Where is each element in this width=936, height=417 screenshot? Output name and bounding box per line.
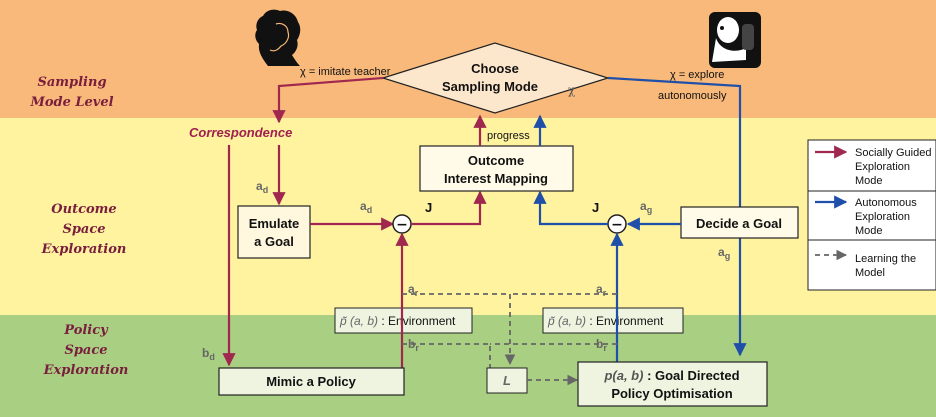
ar-left-label: ar bbox=[408, 282, 419, 298]
chi-explore-label: χ = explore bbox=[670, 69, 724, 81]
br-left-label: br bbox=[408, 337, 419, 353]
legend: Socially Guided Exploration Mode Autonom… bbox=[807, 139, 936, 291]
learned-model-box bbox=[486, 367, 528, 394]
svg-text:Space: Space bbox=[64, 343, 107, 358]
svg-text:Mimic a Policy: Mimic a Policy bbox=[266, 374, 356, 389]
mimic-policy-box bbox=[218, 367, 405, 396]
ag-label-2: ag bbox=[718, 245, 730, 261]
svg-text:Autonomous: Autonomous bbox=[855, 197, 917, 209]
svg-text:Space: Space bbox=[62, 222, 105, 237]
autonomously-label: autonomously bbox=[658, 90, 727, 102]
chi-symbol: χ bbox=[568, 83, 576, 97]
ar-right-label: ar bbox=[596, 282, 607, 298]
ad-label-1: ad bbox=[256, 179, 268, 195]
ad-label-2: ad bbox=[360, 199, 372, 215]
decide-goal-box bbox=[680, 206, 799, 239]
svg-text:Interest Mapping: Interest Mapping bbox=[444, 171, 548, 186]
dashed-ar-left bbox=[402, 293, 516, 366]
legend-item-model: Learning the Model bbox=[815, 249, 916, 279]
svg-text:Exploration: Exploration bbox=[41, 242, 127, 257]
svg-text:Decide a Goal: Decide a Goal bbox=[696, 216, 782, 231]
svg-text:Mode: Mode bbox=[855, 225, 883, 237]
svg-text:a Goal: a Goal bbox=[254, 234, 294, 249]
environment-left-box bbox=[334, 307, 473, 334]
svg-text:Mode: Mode bbox=[855, 175, 883, 187]
svg-text:Emulate: Emulate bbox=[249, 216, 300, 231]
chi-imitate-label: χ = imitate teacher bbox=[300, 66, 391, 78]
svg-text:Policy: Policy bbox=[63, 323, 109, 338]
outcome-interest-mapping-box bbox=[419, 145, 574, 192]
explore-arrow bbox=[607, 76, 747, 357]
robot-icon bbox=[709, 12, 761, 68]
svg-text:Sampling: Sampling bbox=[37, 75, 106, 90]
correspondence-label: Correspondence bbox=[189, 125, 292, 140]
j-left-label: J bbox=[425, 200, 432, 215]
outcome-level-label: Outcome Space Exploration bbox=[41, 202, 127, 257]
imitate-arrow bbox=[272, 76, 384, 124]
ag-label-1: ag bbox=[640, 199, 652, 215]
bd-label: bd bbox=[202, 346, 215, 362]
j-left-arrow bbox=[411, 190, 487, 226]
sampling-level-label: Sampling Mode Level bbox=[29, 75, 113, 110]
legend-item-social: Socially Guided Exploration Mode bbox=[815, 145, 931, 187]
emulate-goal-box bbox=[237, 205, 311, 259]
br-right-label: br bbox=[596, 337, 607, 353]
dashed-br-left bbox=[402, 343, 491, 368]
svg-text:Mode Level: Mode Level bbox=[29, 95, 113, 110]
svg-text:Policy Optimisation: Policy Optimisation bbox=[611, 386, 732, 401]
environment-right-box bbox=[542, 307, 684, 334]
j-right-arrow bbox=[533, 190, 608, 226]
svg-text:Outcome: Outcome bbox=[468, 153, 524, 168]
svg-text:−: − bbox=[396, 217, 408, 233]
svg-text:Exploration: Exploration bbox=[855, 161, 910, 173]
policy-level-label: Policy Space Exploration bbox=[43, 323, 129, 378]
svg-text:Choose: Choose bbox=[471, 61, 519, 76]
svg-text:Outcome: Outcome bbox=[51, 202, 116, 217]
progress-label: progress bbox=[487, 130, 530, 142]
teacher-silhouette-icon bbox=[255, 9, 301, 67]
svg-text:L: L bbox=[503, 373, 511, 388]
svg-text:Learning the: Learning the bbox=[855, 253, 916, 265]
svg-text:p(a, b) : Goal Directed: p(a, b) : Goal Directed bbox=[603, 368, 739, 383]
legend-item-autonomous: Autonomous Exploration Mode bbox=[815, 195, 917, 237]
svg-text:Sampling Mode: Sampling Mode bbox=[442, 79, 538, 94]
svg-text:−: − bbox=[611, 217, 623, 233]
j-right-label: J bbox=[592, 200, 599, 215]
svg-text:p̃ (a, b) : Environment: p̃ (a, b) : Environment bbox=[547, 314, 664, 328]
goal-directed-policy-box bbox=[577, 361, 768, 407]
svg-text:Model: Model bbox=[855, 267, 885, 279]
svg-text:Exploration: Exploration bbox=[855, 211, 910, 223]
svg-text:Exploration: Exploration bbox=[43, 363, 129, 378]
svg-text:p̃ (a, b) : Environment: p̃ (a, b) : Environment bbox=[339, 314, 456, 328]
svg-text:Socially Guided: Socially Guided bbox=[855, 147, 931, 159]
